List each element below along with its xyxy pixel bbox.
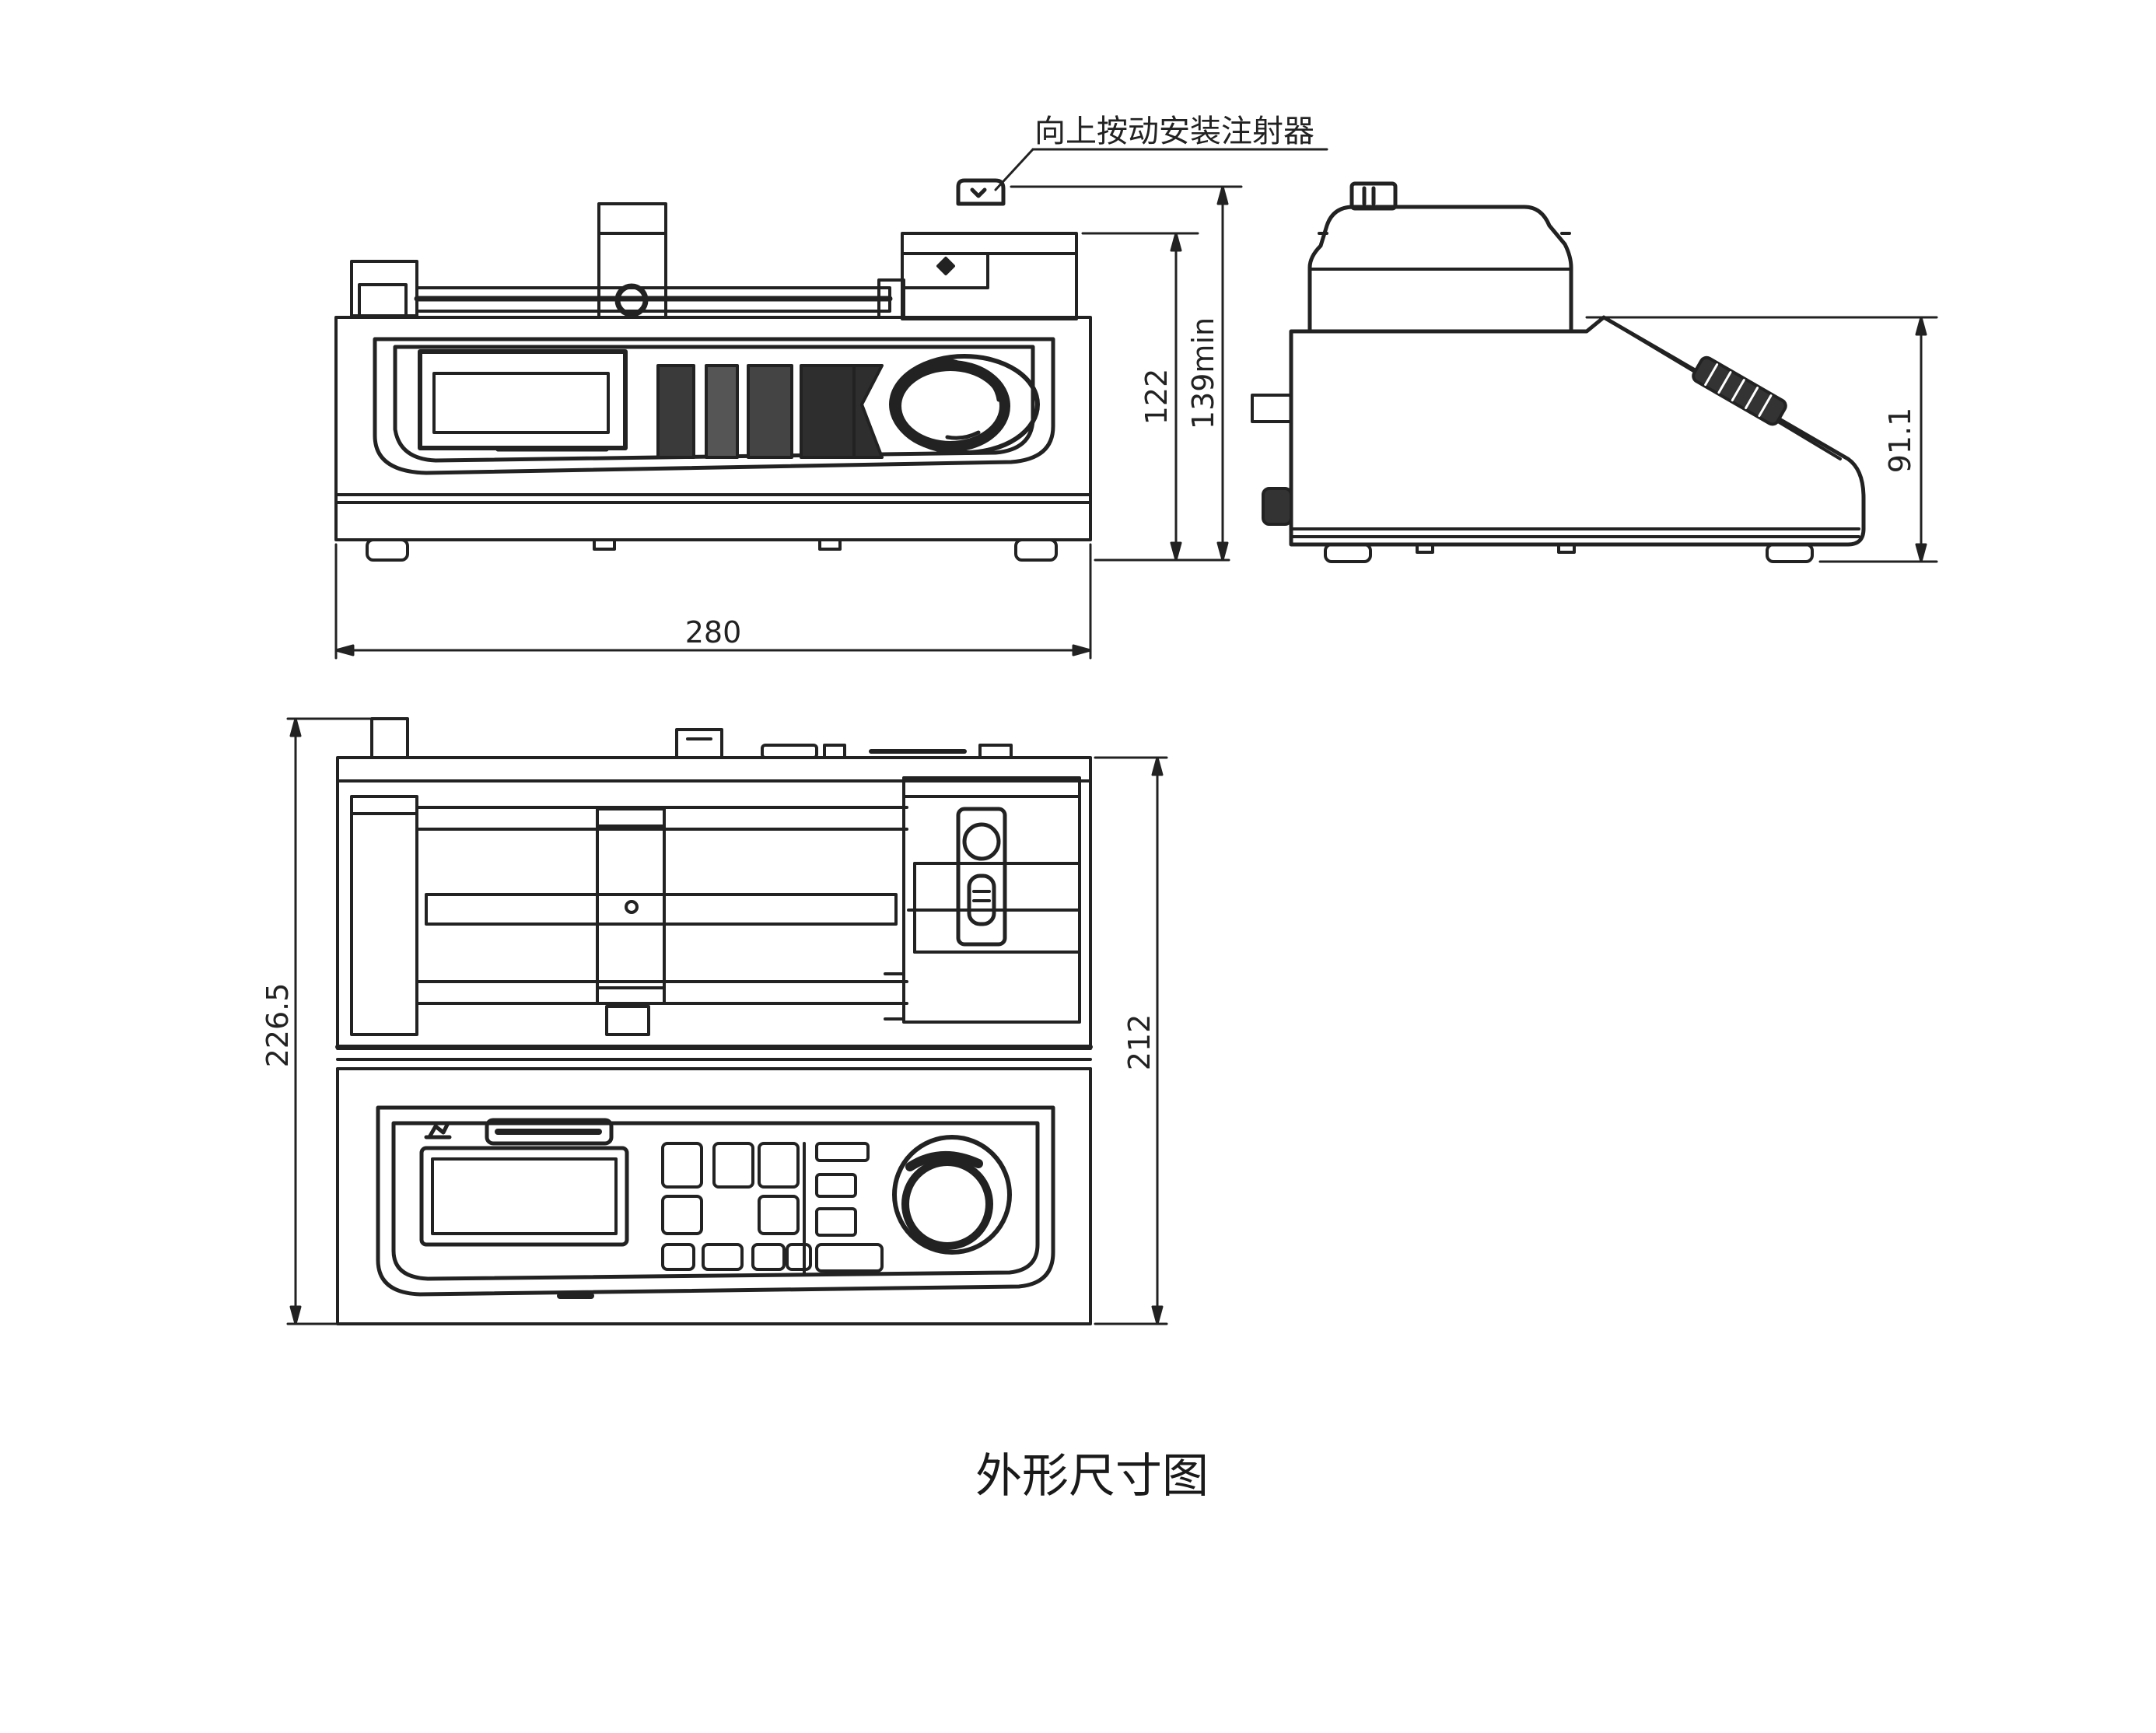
clamp-lever-side xyxy=(1349,181,1398,211)
total-height-label: 139min xyxy=(1186,317,1220,429)
front-panel-bezel xyxy=(373,337,1055,475)
rear-connector xyxy=(1262,487,1293,526)
depth-label: 212 xyxy=(1122,1014,1157,1071)
foot xyxy=(1766,543,1814,563)
annotation-text: 向上按动安装注射器 xyxy=(1034,114,1314,149)
top-panel-bezel xyxy=(376,1105,1055,1297)
foot xyxy=(1014,538,1058,562)
top-pusher-block xyxy=(596,807,666,1005)
top-keypad xyxy=(661,1142,884,1274)
annotation-leader xyxy=(994,148,1328,191)
top-connector xyxy=(675,728,723,759)
rotary-knob-front xyxy=(889,354,1040,455)
brand-logo-mark xyxy=(424,1121,452,1140)
total-depth-label: 226.5 xyxy=(261,983,295,1068)
dimension-width xyxy=(334,543,1092,660)
front-view xyxy=(334,178,1092,562)
top-lcd-screen xyxy=(419,1146,629,1247)
side-view xyxy=(1251,181,1866,563)
brand-logo xyxy=(485,1118,614,1146)
dimension-total-depth xyxy=(286,717,375,1325)
side-housing xyxy=(1289,315,1866,547)
dimension-side-height xyxy=(1585,316,1938,563)
lead-screw xyxy=(425,893,898,926)
clamp-lever xyxy=(956,178,1006,206)
side-height-label: 91.1 xyxy=(1883,408,1917,474)
foot xyxy=(1324,543,1372,563)
width-label: 280 xyxy=(685,615,742,649)
top-end-block xyxy=(350,795,418,1036)
side-knob xyxy=(1692,355,1787,426)
front-keypad xyxy=(656,364,884,459)
dimension-depth xyxy=(1094,756,1168,1325)
front-body xyxy=(334,316,1092,541)
top-clamp-lever xyxy=(956,807,1007,947)
top-rotary-knob xyxy=(892,1135,1012,1255)
top-clamp-area xyxy=(902,776,1081,1024)
foot xyxy=(366,538,409,562)
side-clamp-assembly xyxy=(1307,205,1573,334)
figure-caption: 外形尺寸图 xyxy=(975,1449,1209,1504)
height-label: 122 xyxy=(1139,369,1174,425)
dimension-height xyxy=(1010,185,1243,562)
top-body-lower xyxy=(336,1067,1092,1325)
top-view xyxy=(335,717,1093,1325)
